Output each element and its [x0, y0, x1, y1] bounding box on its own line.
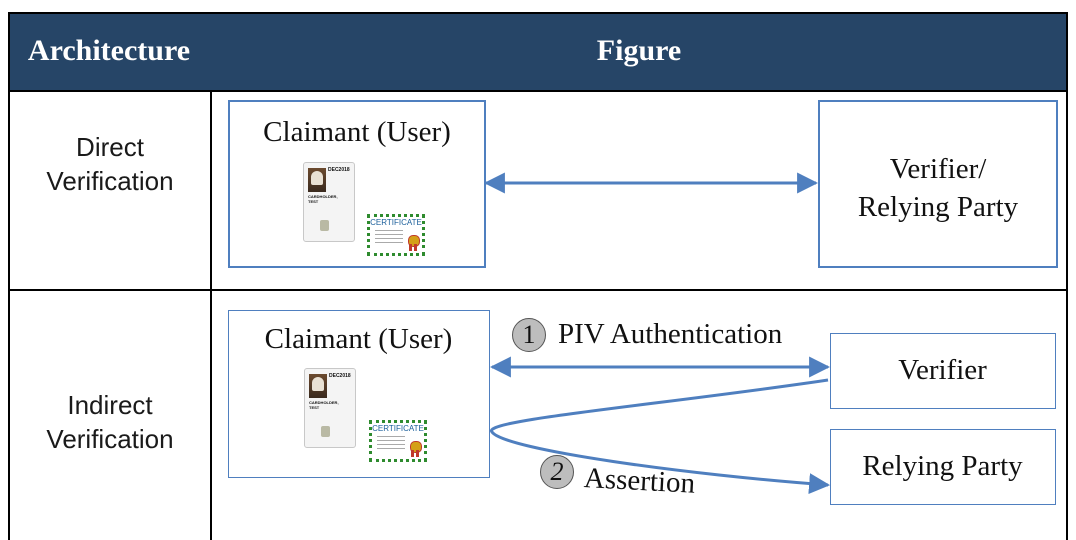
piv-card-name-line1: CARDHOLDER, — [309, 400, 339, 405]
indirect-claimant-label: Claimant (User) — [264, 323, 453, 355]
table-border-left — [8, 12, 10, 540]
step2-badge: 2 — [540, 455, 574, 489]
indirect-claimant-box: Claimant (User) DEC2018 CARDHOLDER, TEST… — [228, 310, 490, 478]
row-label-indirect-line2: Verification — [46, 424, 174, 454]
direct-verifier-line1: Verifier/ — [889, 153, 987, 185]
certificate-label: CERTIFICATE — [372, 424, 424, 433]
row-label-direct-line1: Direct — [76, 132, 144, 162]
step1-number: 1 — [522, 320, 536, 349]
assertion-arrow — [490, 378, 831, 495]
certificate-icon: CERTIFICATE — [367, 214, 425, 256]
row-divider — [8, 289, 1068, 291]
direct-verifier-box: Verifier/ Relying Party — [818, 100, 1058, 268]
header-architecture: Architecture — [27, 34, 191, 67]
indirect-relying-party-label: Relying Party — [862, 450, 1023, 482]
piv-card-name: CARDHOLDER, TEST — [309, 400, 339, 410]
header-divider — [8, 90, 1068, 92]
direct-verifier-line2: Relying Party — [857, 191, 1019, 223]
direct-claimant-label: Claimant (User) — [263, 116, 451, 148]
piv-card-name: CARDHOLDER, TEST — [308, 194, 338, 204]
table-border-top — [8, 12, 1068, 14]
step2-label: Assertion — [583, 462, 696, 500]
piv-card-date: DEC2018 — [329, 373, 351, 379]
piv-card-date: DEC2018 — [328, 167, 350, 173]
table-header: Architecture Figure — [8, 12, 1068, 90]
row-label-indirect-line1: Indirect — [67, 390, 153, 420]
indirect-verifier-box: Verifier — [830, 333, 1056, 409]
column-divider — [210, 90, 212, 540]
piv-card-name-line2: TEST — [308, 199, 319, 204]
step1-badge: 1 — [512, 318, 546, 352]
step1-label: PIV Authentication — [556, 318, 785, 351]
row-label-direct: Direct Verification — [10, 130, 210, 198]
piv-card-name-line2: TEST — [309, 405, 320, 410]
piv-card-name-line1: CARDHOLDER, — [308, 194, 338, 199]
row-label-direct-line2: Verification — [46, 166, 174, 196]
row-label-indirect: Indirect Verification — [10, 388, 210, 456]
indirect-relying-party-box: Relying Party — [830, 429, 1056, 505]
table-border-right — [1066, 12, 1068, 540]
header-figure: Figure — [596, 34, 682, 67]
piv-card-icon: DEC2018 CARDHOLDER, TEST — [303, 162, 355, 242]
indirect-verifier-label: Verifier — [898, 354, 987, 386]
direct-claimant-box: Claimant (User) DEC2018 CARDHOLDER, TEST… — [228, 100, 486, 268]
direct-verifier-label: Verifier/ Relying Party — [820, 150, 1056, 226]
certificate-label: CERTIFICATE — [370, 218, 422, 227]
certificate-icon: CERTIFICATE — [369, 420, 427, 462]
piv-card-icon: DEC2018 CARDHOLDER, TEST — [304, 368, 356, 448]
step2-number: 2 — [550, 457, 564, 486]
